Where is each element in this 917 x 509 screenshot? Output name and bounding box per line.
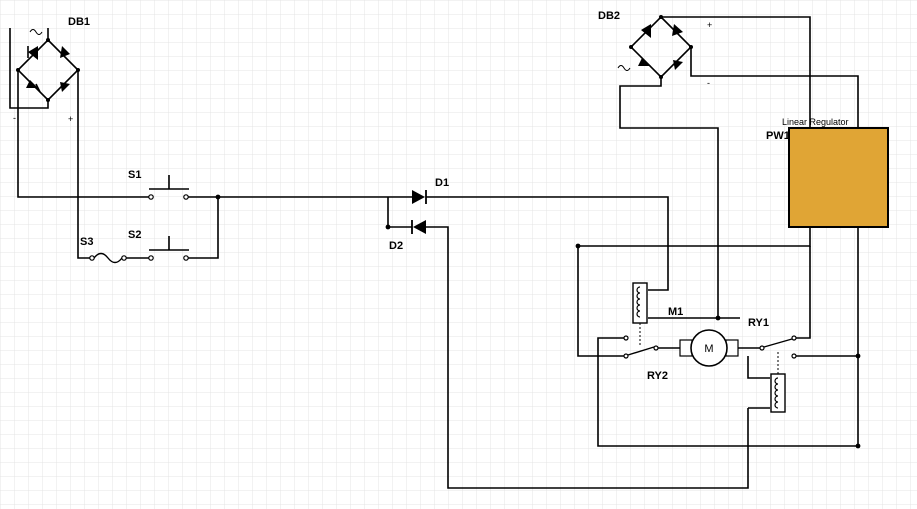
label-s1: S1 [128,169,141,181]
label-ry2: RY2 [647,370,668,382]
label-regulator: Linear Regulator [782,117,849,127]
relay-coil-ry1[interactable] [770,373,786,413]
relay-coil-m1[interactable] [632,282,648,324]
wire-db1-minus [17,70,150,198]
wire-db2-minus [690,47,859,446]
label-db1: DB1 [68,16,90,28]
junction-dot [715,315,721,321]
wire-db1-plus [77,70,90,259]
wire-d1-relay [426,196,669,291]
label-pw1: PW1 [766,130,790,142]
label-s3: S3 [80,236,93,248]
linear-regulator-pw1[interactable] [788,127,889,228]
motor[interactable]: M [679,329,739,367]
label-ry1: RY1 [748,317,769,329]
label-db2-minus: - [707,78,710,88]
label-d2: D2 [389,240,403,252]
wire-d2-return [426,226,749,489]
switch-s1[interactable] [148,175,189,200]
relay-switch-ry2[interactable] [623,335,659,359]
junction-dot [855,353,861,359]
junction-dot [575,243,581,249]
wire-coil-ry1-top [747,356,770,379]
label-d1: D1 [435,177,449,189]
label-s2: S2 [128,229,141,241]
junction-dot [855,443,861,449]
wire-db2-plus [661,16,811,128]
wire-regulator-ry1 [796,246,811,339]
junction-dot [385,224,391,230]
wire-db2-ac [619,77,719,318]
label-db1-minus: - [13,113,16,123]
motor-label: M [704,343,713,355]
bridge-rectifier-db1[interactable] [9,28,80,109]
label-db2-plus: + [707,20,712,30]
label-db2: DB2 [598,10,620,22]
wire-s2-junction [188,197,219,259]
wire-ry2-nc [597,337,858,447]
junction-dot [215,194,221,200]
label-m1: M1 [668,306,683,318]
label-db1-plus: + [68,114,73,124]
